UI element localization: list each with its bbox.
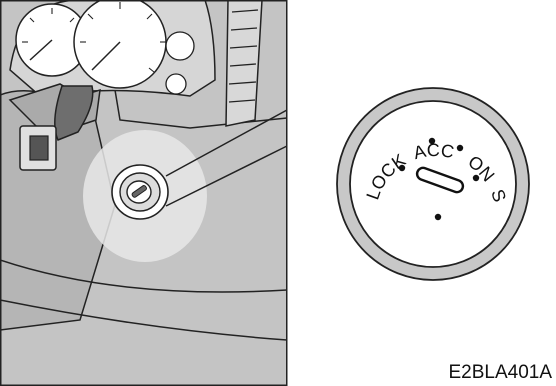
ignition-switch-small — [112, 165, 168, 219]
hazard-switch — [20, 126, 56, 170]
small-gauge — [166, 74, 186, 94]
acc-label: ACC — [411, 140, 455, 163]
instrument-cluster — [10, 0, 215, 96]
small-gauge — [166, 32, 194, 60]
speedometer-gauge — [74, 0, 166, 88]
figure-code: E2BLA401A — [448, 362, 552, 384]
center-bottom-dot — [435, 214, 441, 220]
